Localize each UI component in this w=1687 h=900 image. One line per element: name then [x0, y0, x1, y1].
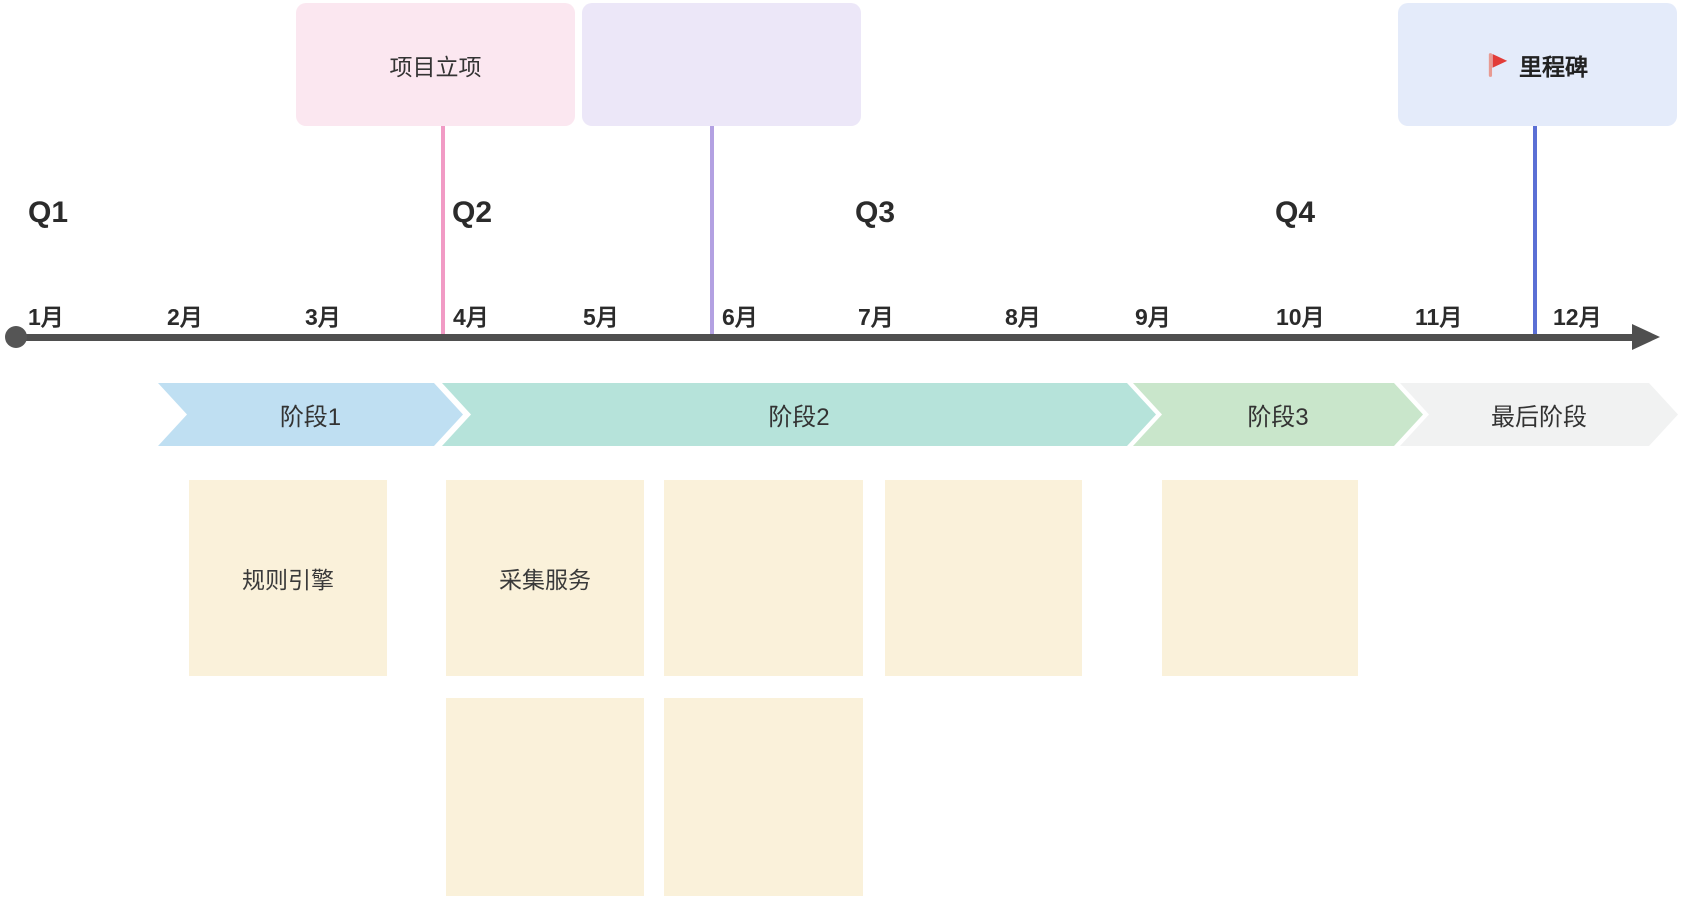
month-label-6: 6月	[722, 304, 758, 330]
month-label-7: 7月	[858, 304, 894, 330]
quarter-label-q1: Q1	[28, 196, 69, 229]
callout-project-kickoff[interactable]: 项目立项	[296, 3, 575, 126]
month-label-2: 2月	[167, 304, 203, 330]
timeline-start-dot	[5, 326, 27, 348]
task-box-empty-5[interactable]	[664, 698, 863, 896]
callout-label: 里程碑	[1519, 53, 1588, 80]
timeline-axis	[16, 334, 1634, 341]
phase-chevron-final[interactable]: 最后阶段	[1400, 383, 1678, 446]
month-label-3: 3月	[305, 304, 341, 330]
quarter-label-q3: Q3	[855, 196, 896, 229]
month-label-10: 10月	[1276, 304, 1325, 330]
task-box-empty-1[interactable]	[664, 480, 863, 676]
month-label-1: 1月	[28, 304, 64, 330]
month-label-5: 5月	[583, 304, 619, 330]
callout-empty-note[interactable]	[582, 3, 861, 126]
task-box-rule-engine[interactable]: 规则引擎	[189, 480, 387, 676]
flag-icon	[1487, 52, 1509, 78]
task-box-empty-4[interactable]	[446, 698, 644, 896]
task-box-empty-3[interactable]	[1162, 480, 1358, 676]
callout-milestone[interactable]: 里程碑	[1398, 3, 1677, 126]
task-box-empty-2[interactable]	[885, 480, 1082, 676]
connector-line-note	[710, 126, 714, 337]
phase-chevron-2[interactable]: 阶段2	[442, 383, 1156, 446]
callout-label: 项目立项	[389, 53, 482, 80]
month-label-12: 12月	[1553, 304, 1602, 330]
month-label-4: 4月	[453, 304, 489, 330]
month-label-8: 8月	[1005, 304, 1041, 330]
phase-label: 最后阶段	[1491, 404, 1587, 431]
timeline-arrow-head	[1632, 324, 1660, 350]
phase-chevron-3[interactable]: 阶段3	[1133, 383, 1423, 446]
task-box-collect-service[interactable]: 采集服务	[446, 480, 644, 676]
phase-label: 阶段1	[279, 404, 342, 431]
connector-line-kickoff	[441, 126, 445, 337]
connector-line-milestone	[1533, 126, 1537, 337]
quarter-label-q2: Q2	[452, 196, 493, 229]
phase-chevron-1[interactable]: 阶段1	[158, 383, 463, 446]
quarter-label-q4: Q4	[1275, 196, 1316, 229]
month-label-9: 9月	[1135, 304, 1171, 330]
phase-label: 阶段3	[1247, 404, 1309, 431]
phase-label: 阶段2	[768, 404, 830, 431]
month-label-11: 11月	[1415, 304, 1463, 330]
